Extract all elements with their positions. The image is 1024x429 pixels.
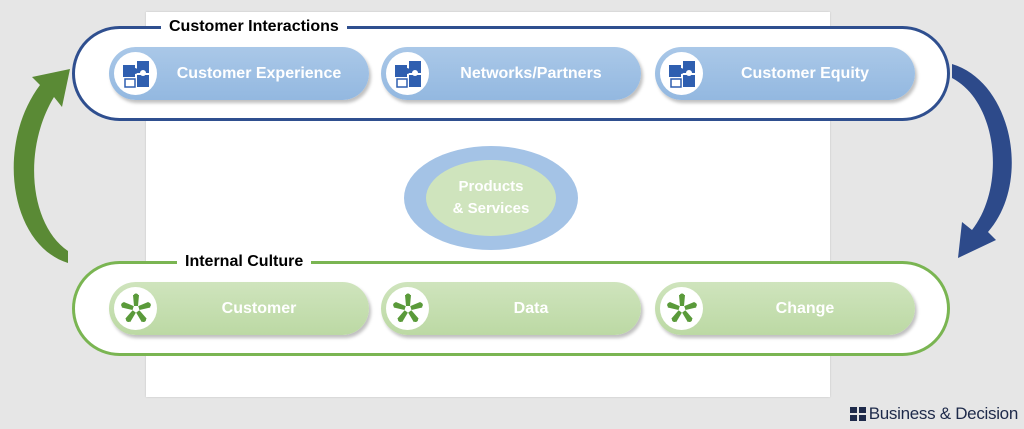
pill-label: Change <box>775 299 835 317</box>
pill-label: Customer Experience <box>176 64 342 82</box>
customer-pill[interactable]: Customer <box>109 282 369 335</box>
teamwork-hands-icon <box>386 287 429 330</box>
green-curved-arrow <box>13 69 70 263</box>
customer-equity-pill[interactable]: Customer Equity <box>655 47 915 100</box>
pill-label: Networks/Partners <box>460 64 602 82</box>
puzzle-icon <box>386 52 429 95</box>
customer-interactions-group: Customer Interactions Customer Experienc… <box>72 16 950 121</box>
pill-label: Customer <box>221 299 297 317</box>
blue-curved-arrow <box>952 64 1012 258</box>
internal-culture-group: Internal Culture Customer <box>72 251 950 356</box>
change-pill[interactable]: Change <box>655 282 915 335</box>
customer-experience-pill[interactable]: Customer Experience <box>109 47 369 100</box>
teamwork-hands-icon <box>114 287 157 330</box>
logo-mark-icon <box>849 407 866 421</box>
products-services-inner: Products & Services <box>426 160 556 236</box>
networks-partners-pill[interactable]: Networks/Partners <box>381 47 641 100</box>
products-services-ellipse: Products & Services <box>404 146 578 250</box>
puzzle-icon <box>114 52 157 95</box>
business-decision-logo: Business & Decision <box>849 404 1019 424</box>
pill-label: Data <box>513 299 549 317</box>
pill-label: Customer Equity <box>740 64 869 82</box>
data-pill[interactable]: Data <box>381 282 641 335</box>
customer-interactions-title: Customer Interactions <box>161 16 347 38</box>
center-label-line1: Products <box>458 178 524 195</box>
center-label-line2: & Services <box>452 200 530 217</box>
logo-text: Business & Decision <box>868 404 1019 423</box>
internal-culture-title: Internal Culture <box>177 251 312 273</box>
puzzle-icon <box>660 52 703 95</box>
teamwork-hands-icon <box>660 287 703 330</box>
